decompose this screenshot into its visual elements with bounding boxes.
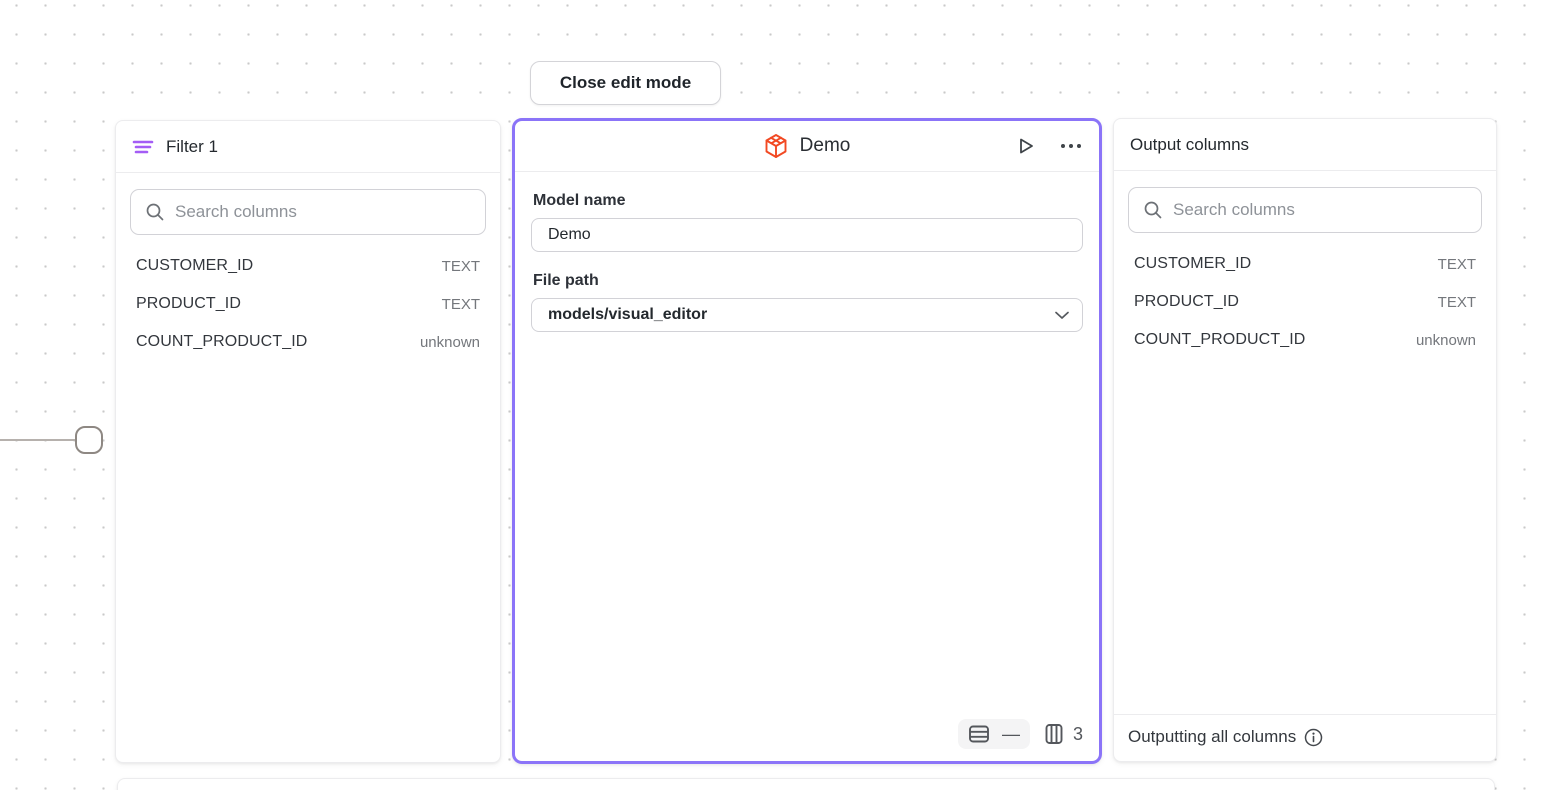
output-panel-body: CUSTOMER_ID TEXT PRODUCT_ID TEXT COUNT_P… — [1114, 171, 1496, 714]
output-panel-header: Output columns — [1114, 119, 1496, 171]
column-row[interactable]: PRODUCT_ID TEXT — [1128, 283, 1482, 321]
filter-panel-title: Filter 1 — [166, 136, 218, 156]
column-count-stat[interactable]: 3 — [1044, 723, 1083, 745]
run-model-button[interactable] — [1013, 133, 1039, 159]
filter-icon — [132, 137, 154, 157]
model-panel-footer: — 3 — [515, 709, 1099, 761]
chevron-down-icon — [1054, 310, 1070, 320]
search-icon — [145, 202, 165, 222]
column-count-value: 3 — [1072, 723, 1083, 744]
output-panel-footer: Outputting all columns — [1114, 714, 1496, 761]
output-footer-text: Outputting all columns — [1128, 727, 1297, 746]
column-name: PRODUCT_ID — [1134, 293, 1240, 310]
ellipsis-icon — [1059, 143, 1083, 149]
output-column-list: CUSTOMER_ID TEXT PRODUCT_ID TEXT COUNT_P… — [1128, 245, 1482, 359]
filter-panel-body: CUSTOMER_ID TEXT PRODUCT_ID TEXT COUNT_P… — [116, 173, 500, 762]
model-panel-header: Demo — [515, 121, 1099, 172]
column-type: TEXT — [441, 257, 480, 275]
more-options-button[interactable] — [1057, 141, 1085, 151]
model-node-panel: Demo Model name — [512, 118, 1102, 764]
filter-panel-header: Filter 1 — [116, 121, 500, 173]
column-row[interactable]: CUSTOMER_ID TEXT — [1128, 245, 1482, 283]
info-icon[interactable] — [1304, 728, 1323, 747]
output-columns-panel: Output columns CUSTOMER_ID TEXT PRODUCT_… — [1113, 118, 1497, 762]
row-count-stat[interactable]: — — [957, 719, 1030, 749]
file-path-select[interactable]: models/visual_editor — [531, 298, 1083, 332]
bottom-clipped-panel — [117, 778, 1495, 790]
column-name: COUNT_PRODUCT_ID — [1134, 331, 1306, 348]
model-panel-title: Demo — [799, 135, 851, 156]
connector-edge — [0, 439, 76, 441]
column-row[interactable]: PRODUCT_ID TEXT — [130, 285, 486, 323]
file-path-value: models/visual_editor — [548, 306, 708, 323]
column-type: TEXT — [1437, 293, 1476, 311]
close-edit-mode-button[interactable]: Close edit mode — [530, 61, 721, 105]
filter-search-input[interactable] — [175, 202, 471, 222]
column-row[interactable]: COUNT_PRODUCT_ID unknown — [130, 323, 486, 361]
column-type: unknown — [419, 333, 480, 351]
model-name-input[interactable] — [531, 218, 1083, 252]
column-type: TEXT — [441, 295, 480, 313]
model-name-label: Model name — [533, 192, 626, 209]
column-type: TEXT — [1437, 255, 1476, 273]
column-row[interactable]: COUNT_PRODUCT_ID unknown — [1128, 321, 1482, 359]
row-count-value: — — [1001, 724, 1020, 744]
filter-search-box[interactable] — [130, 189, 486, 235]
model-cube-icon — [764, 133, 788, 159]
filter-column-list: CUSTOMER_ID TEXT PRODUCT_ID TEXT COUNT_P… — [130, 247, 486, 361]
search-icon — [1143, 200, 1163, 220]
connector-handle[interactable] — [75, 426, 103, 454]
column-name: PRODUCT_ID — [136, 295, 242, 312]
model-panel-body: Model name File path models/visual_edito… — [515, 172, 1099, 709]
column-name: CUSTOMER_ID — [1134, 255, 1252, 272]
column-name: CUSTOMER_ID — [136, 257, 254, 274]
columns-icon — [1044, 723, 1064, 745]
rows-icon — [968, 724, 990, 744]
file-path-label: File path — [533, 272, 599, 289]
filter-node-panel: Filter 1 CUSTOMER_ID TEXT PRODUCT_ID — [115, 120, 501, 763]
output-search-box[interactable] — [1128, 187, 1482, 233]
output-panel-title: Output columns — [1130, 134, 1250, 154]
column-name: COUNT_PRODUCT_ID — [136, 333, 308, 350]
output-search-input[interactable] — [1173, 200, 1467, 220]
column-type: unknown — [1415, 331, 1476, 349]
column-row[interactable]: CUSTOMER_ID TEXT — [130, 247, 486, 285]
play-icon — [1015, 135, 1037, 157]
